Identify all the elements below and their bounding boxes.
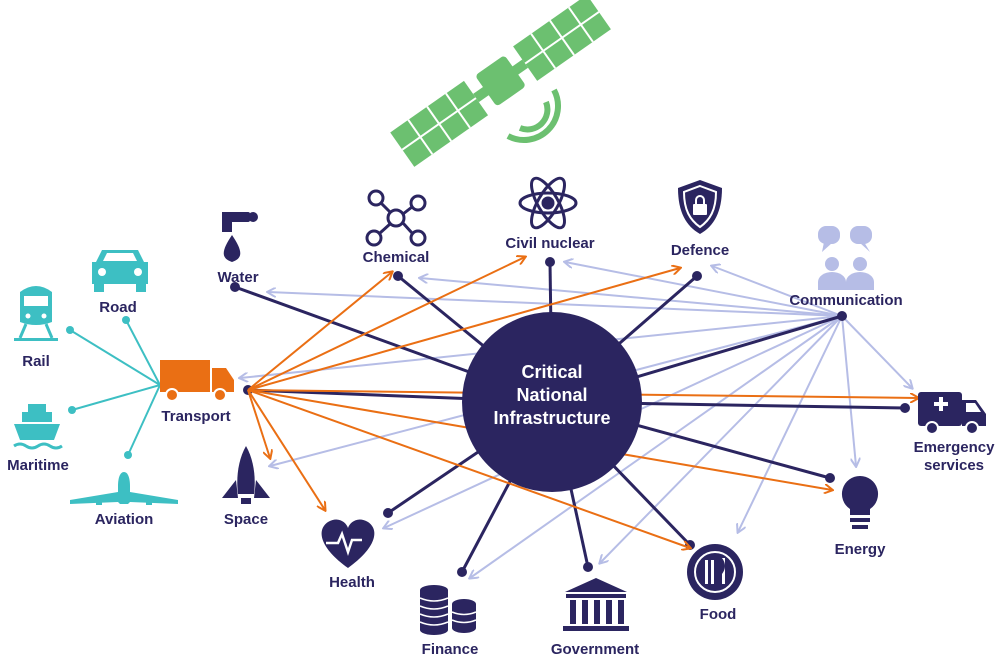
transport-mode-links (69, 319, 161, 456)
ambulance-icon (918, 392, 986, 435)
tap-icon (222, 212, 258, 262)
plane-icon (70, 472, 178, 505)
label-space: Space (224, 511, 268, 528)
label-water: Water (217, 269, 258, 286)
label-defence: Defence (671, 242, 729, 259)
transport-mode-dots (66, 316, 132, 459)
label-aviation: Aviation (95, 511, 154, 528)
label-finance: Finance (422, 641, 479, 655)
plate-icon (687, 544, 743, 600)
label-food: Food (700, 606, 737, 623)
label-rail: Rail (22, 353, 50, 370)
ship-icon (13, 404, 63, 450)
lightbulb-icon (841, 475, 879, 529)
label-health: Health (329, 574, 375, 591)
label-emergency-line-1: Emergency (914, 439, 996, 456)
label-civil-nuclear: Civil nuclear (505, 235, 594, 252)
satellite-icon (390, 0, 611, 167)
label-energy: Energy (835, 541, 887, 558)
shuttle-icon (222, 446, 270, 504)
atom-icon (518, 176, 578, 230)
label-transport: Transport (161, 408, 230, 425)
building-icon (563, 578, 629, 631)
truck-icon (160, 360, 234, 402)
label-road: Road (99, 299, 137, 316)
label-maritime: Maritime (7, 457, 69, 474)
label-government: Government (551, 641, 639, 655)
center-line-1: Critical (521, 362, 582, 382)
train-icon (14, 286, 58, 341)
heart-icon (321, 519, 375, 568)
label-emergency-line-2: services (924, 457, 984, 474)
coins-icon (419, 585, 477, 635)
molecule-icon (365, 189, 427, 247)
people-chat-icon (818, 226, 874, 290)
shield-lock-icon (678, 180, 722, 234)
center-node: Critical National Infrastructure (462, 312, 642, 492)
center-line-3: Infrastructure (493, 408, 610, 428)
center-line-2: National (516, 385, 587, 405)
car-icon (92, 250, 148, 292)
label-communication: Communication (789, 292, 902, 309)
label-chemical: Chemical (363, 249, 430, 266)
